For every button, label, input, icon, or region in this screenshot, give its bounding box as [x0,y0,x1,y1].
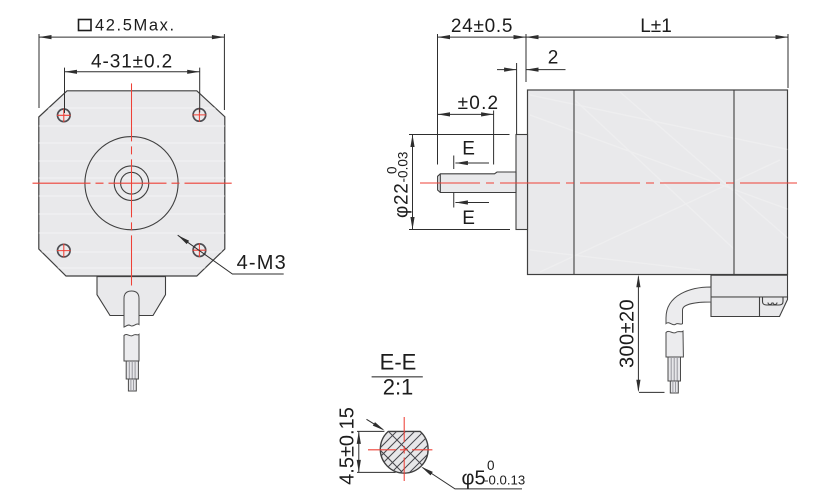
svg-text:φ22-0.03: φ22-0.03 [392,152,413,218]
svg-text:4-M3: 4-M3 [237,252,287,274]
svg-text:2: 2 [548,48,559,69]
svg-text:±0.2: ±0.2 [458,93,500,114]
svg-text:300±20: 300±20 [617,299,639,368]
svg-text:L±1: L±1 [640,16,672,37]
svg-text:E: E [462,138,475,159]
svg-text:4-31±0.2: 4-31±0.2 [91,52,173,73]
svg-text:φ5-0.0.13: φ5-0.0.13 [462,468,526,490]
svg-text:4.5±0.15: 4.5±0.15 [337,407,359,485]
svg-text:E-E: E-E [380,350,417,375]
svg-text:42.5Max.: 42.5Max. [95,17,176,35]
svg-text:2:1: 2:1 [383,375,414,400]
svg-text:24±0.5: 24±0.5 [451,16,513,37]
svg-text:0: 0 [487,458,495,473]
svg-text:0: 0 [385,166,400,174]
svg-text:E: E [462,208,475,229]
